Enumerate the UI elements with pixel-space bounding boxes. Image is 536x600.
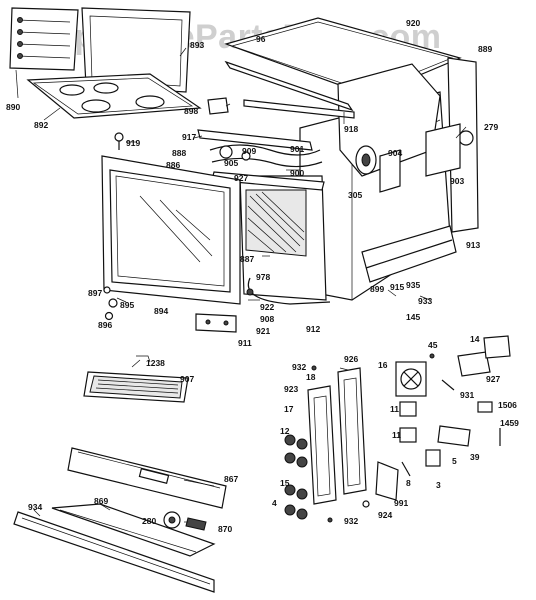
top-trim-strip — [224, 60, 354, 112]
part-label: 17 — [284, 404, 294, 414]
bracket-898 — [207, 97, 229, 115]
part-label: 923 — [284, 384, 298, 394]
rear-trim-strip — [243, 99, 355, 119]
part-label: 12 — [280, 426, 290, 436]
part-label: 867 — [224, 474, 238, 484]
part-label: 911 — [238, 338, 252, 348]
oven-body — [224, 17, 479, 305]
part-label: 279 — [484, 122, 498, 132]
part-label: 39 — [470, 452, 480, 462]
part-label: 870 — [218, 524, 232, 534]
part-label: 895 — [120, 300, 134, 310]
part-label: 978 — [256, 272, 270, 282]
part-labels: 890 892 893 919 920 889 96 898 918 279 9… — [6, 18, 519, 534]
control-parts — [284, 335, 511, 523]
part-label: 931 — [460, 390, 474, 400]
part-label: 903 — [450, 176, 464, 186]
part-label: 927 — [234, 173, 248, 183]
part-label: 917 — [182, 132, 196, 142]
part-label: 927 — [486, 374, 500, 384]
part-label: 3 — [436, 480, 441, 490]
part-label: 1238 — [146, 358, 165, 368]
part-label: 889 — [478, 44, 492, 54]
hinge-screw — [103, 286, 111, 294]
broiler-pan — [83, 355, 189, 403]
part-label: 908 — [260, 314, 274, 324]
part-label: 922 — [260, 302, 274, 312]
part-label: 305 — [348, 190, 362, 200]
part-label: 5 — [452, 456, 457, 466]
part-label: 907 — [180, 374, 194, 384]
part-label: 934 — [28, 502, 42, 512]
part-label: 894 — [154, 306, 168, 316]
part-label: 920 — [406, 18, 420, 28]
part-label: 904 — [388, 148, 402, 158]
part-label: 887 — [240, 254, 254, 264]
part-label: 900 — [290, 168, 304, 178]
part-label: 901 — [290, 144, 304, 154]
part-label: 18 — [306, 372, 316, 382]
part-label: 14 — [470, 334, 480, 344]
drawer-assembly — [13, 447, 227, 593]
part-label: 886 — [166, 160, 180, 170]
part-label: 869 — [94, 496, 108, 506]
part-label: 918 — [344, 124, 358, 134]
hinge-nut — [104, 311, 114, 321]
broil-element — [197, 129, 325, 191]
part-label: 893 — [190, 40, 204, 50]
part-label: 4 — [272, 498, 277, 508]
part-label: 16 — [378, 360, 388, 370]
part-label: 892 — [34, 120, 48, 130]
part-label: 45 — [428, 340, 438, 350]
part-label: 1506 — [498, 400, 517, 410]
cooktop-assembly — [9, 7, 202, 150]
oven-door — [101, 155, 241, 333]
part-label: 933 — [418, 296, 432, 306]
part-label: 924 — [378, 510, 392, 520]
part-label: 888 — [172, 148, 186, 158]
part-label: 11 — [392, 430, 401, 440]
part-label: 145 — [406, 312, 420, 322]
part-label: 926 — [344, 354, 358, 364]
part-label: 913 — [466, 240, 480, 250]
part-label: 912 — [306, 324, 320, 334]
part-label: 909 — [242, 146, 256, 156]
part-label: 919 — [126, 138, 140, 148]
part-label: 898 — [184, 106, 198, 116]
part-label: 11 — [390, 404, 399, 414]
part-label: 905 — [224, 158, 238, 168]
part-label: 935 — [406, 280, 420, 290]
part-label: 96 — [256, 34, 266, 44]
part-label: 991 — [394, 498, 408, 508]
part-label: 932 — [292, 362, 306, 372]
part-label: 899 — [370, 284, 384, 294]
part-label: 8 — [406, 478, 411, 488]
part-label: 896 — [98, 320, 112, 330]
part-label: 15 — [280, 478, 290, 488]
part-label: 921 — [256, 326, 270, 336]
part-label: 890 — [6, 102, 20, 112]
part-label: 1459 — [500, 418, 519, 428]
hinge-washer — [108, 298, 118, 308]
leader-lines — [15, 47, 467, 523]
part-label: 897 — [88, 288, 102, 298]
part-label: 280 — [142, 516, 156, 526]
part-label: 932 — [344, 516, 358, 526]
part-label: 915 — [390, 282, 404, 292]
